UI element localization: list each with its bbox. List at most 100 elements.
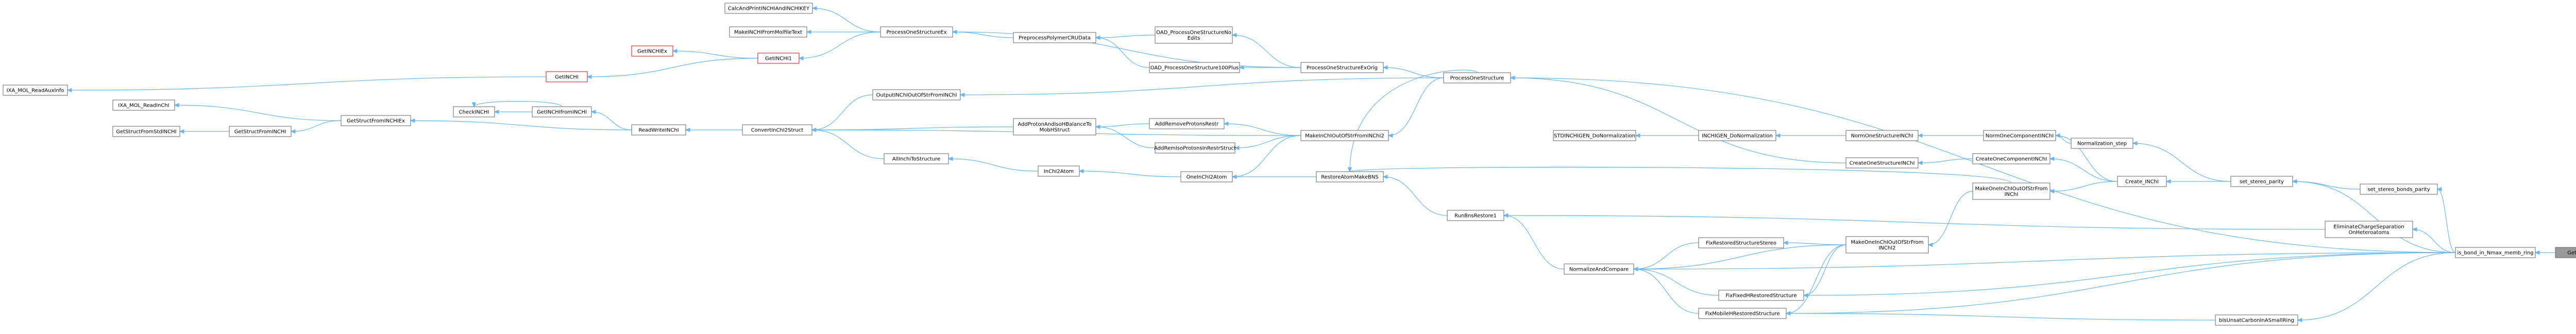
node-box[interactable] (229, 126, 292, 137)
node-box[interactable] (1972, 153, 2050, 164)
node-box[interactable] (631, 45, 673, 57)
node-box[interactable] (453, 106, 495, 118)
node-box[interactable] (1845, 130, 1919, 141)
node-process-one-structure-ex-orig[interactable]: ProcessOneStructureExOrig (1300, 62, 1384, 73)
node-box[interactable] (1553, 130, 1636, 141)
arrowhead-make-inchifrom-molfile-text-to-process-one-structure-ex (806, 29, 811, 35)
node-label: OutputINChIOutOfStrFromINChI (876, 93, 957, 98)
node-ixa-mol-read-aux-info[interactable]: IXA_MOL_ReadAuxInfo (3, 85, 68, 96)
node-box[interactable] (1698, 237, 1784, 248)
node-box[interactable] (1013, 32, 1096, 43)
node-inchigen-do-normalization[interactable]: INCHIGEN_DoNormalization (1698, 130, 1776, 141)
node-one-in-ch-i2-atom[interactable]: OneInChI2Atom (1180, 171, 1233, 182)
node-make-in-ch-iout-of-str-from-inch-i2[interactable]: MakeInChIOutOfStrFromINChI2 (1300, 130, 1389, 141)
node-box[interactable] (2071, 138, 2133, 149)
node-get-struct-from-inchiex[interactable]: GetStructFromINCHIEx (341, 115, 411, 126)
node-box[interactable] (1972, 182, 2050, 200)
node-get-struct-from-inchi[interactable]: GetStructFromINCHI (229, 126, 292, 137)
node-box[interactable] (546, 71, 588, 82)
node-process-one-structure-ex[interactable]: ProcessOneStructureEx (880, 26, 953, 38)
node-box[interactable] (729, 26, 807, 38)
node-box[interactable] (1443, 72, 1511, 84)
node-make-inchifrom-molfile-text[interactable]: MakeINCHIFromMolfileText (729, 26, 807, 38)
node-get-inchi[interactable]: GetINCHI (546, 71, 588, 82)
node-box[interactable] (1698, 130, 1776, 141)
node-convert-in-ch-i2-struct[interactable]: ConvertInChI2Struct (742, 124, 812, 136)
node-box[interactable] (724, 3, 813, 14)
node-box[interactable] (1300, 130, 1389, 141)
node-in-ch-i2-atom[interactable]: InChI2Atom (1038, 165, 1080, 177)
node-box[interactable] (112, 99, 175, 111)
node-box[interactable] (1718, 290, 1804, 301)
node-box[interactable] (742, 124, 812, 136)
node-stdinchigen-do-normalization[interactable]: STDINCHIGEN_DoNormalization (1553, 130, 1636, 141)
node-norm-one-structure-inch-i[interactable]: NormOneStructureINChI (1845, 130, 1919, 141)
node-box[interactable] (757, 53, 800, 64)
node-box[interactable] (2325, 221, 2413, 238)
node-box[interactable] (2117, 176, 2167, 187)
node-add-remove-protons-restr[interactable]: AddRemoveProtonsRestr (1149, 118, 1225, 129)
node-box[interactable] (884, 153, 949, 164)
node-restore-atom-make-bns[interactable]: RestoreAtomMakeBNS (1316, 171, 1384, 182)
node-check-inchi[interactable]: CheckINCHI (453, 106, 495, 118)
node-box[interactable] (1300, 62, 1384, 73)
node-box[interactable] (1155, 26, 1233, 44)
node-box[interactable] (2215, 314, 2298, 326)
node-create-inch-i[interactable]: Create_INChI (2117, 176, 2167, 187)
node-box[interactable] (880, 26, 953, 38)
node-get-inchifrom-inchi[interactable]: GetINCHIfromINCHI (532, 106, 592, 118)
node-box[interactable] (872, 89, 961, 101)
node-get-inchi1[interactable]: GetINCHI1 (757, 53, 800, 64)
node-output-inch-iout-of-str-from-inch-i[interactable]: OutputINChIOutOfStrFromINChI (872, 89, 961, 101)
node-box[interactable] (1447, 210, 1504, 221)
node-box[interactable] (2360, 183, 2438, 195)
node-get-inchiex[interactable]: GetINCHIEx (631, 45, 673, 57)
node-fix-restored-structure-stereo[interactable]: FixRestoredStructureStereo (1698, 237, 1784, 248)
node-create-one-component-inch-i[interactable]: CreateOneComponentINChI (1972, 153, 2050, 164)
node-is-bond-in-nmax-memb-ring[interactable]: is_bond_in_Nmax_memb_ring (2455, 247, 2536, 258)
node-box[interactable] (1149, 62, 1240, 73)
node-oad-process-one-structure100-plus[interactable]: OAD_ProcessOneStructure100Plus (1149, 62, 1240, 73)
node-process-one-structure[interactable]: ProcessOneStructure (1443, 72, 1511, 84)
node-fix-fixed-hrestored-structure[interactable]: FixFixedHRestoredStructure (1718, 290, 1804, 301)
node-box[interactable] (1180, 171, 1233, 182)
node-box[interactable] (1013, 118, 1096, 136)
node-b-is-unsat-carbon-in-asmall-ring[interactable]: bIsUnsatCarbonInASmallRing (2215, 314, 2298, 326)
node-box[interactable] (1845, 157, 1919, 169)
node-set-stereo-parity[interactable]: set_stereo_parity (2230, 176, 2293, 187)
node-normalize-and-compare[interactable]: NormalizeAndCompare (1564, 263, 1634, 275)
node-box[interactable] (2455, 247, 2536, 258)
node-fix-mobile-hrestored-structure[interactable]: FixMobileHRestoredStructure (1698, 308, 1787, 319)
node-box[interactable] (1038, 165, 1080, 177)
node-box[interactable] (1155, 142, 1235, 154)
node-add-rem-iso-protons-in-restr-struct[interactable]: AddRemIsoProtonsInRestrStruct (1154, 142, 1236, 154)
node-run-bns-restore1[interactable]: RunBnsRestore1 (1447, 210, 1504, 221)
node-box[interactable] (631, 124, 686, 136)
node-box[interactable] (532, 106, 592, 118)
node-box[interactable] (2230, 176, 2293, 187)
node-read-write-inch-i[interactable]: ReadWriteINChI (631, 124, 686, 136)
node-all-inchi-to-structure[interactable]: AllInchiToStructure (884, 153, 949, 164)
node-ixa-mol-read-in-ch-i[interactable]: IXA_MOL_ReadInChI (112, 99, 175, 111)
node-normalization-step[interactable]: Normalization_step (2071, 138, 2133, 149)
node-box[interactable] (1983, 130, 2056, 141)
node-box[interactable] (3, 85, 68, 96)
node-get-struct-from-std-inchi[interactable]: GetStructFromStdINCHI (112, 126, 180, 137)
node-create-one-structure-inch-i[interactable]: CreateOneStructureINChI (1845, 157, 1919, 169)
node-calc-and-print-inchiand-inchikey[interactable]: CalcAndPrintINCHIAndINCHIKEY (724, 3, 813, 14)
node-box[interactable] (1564, 263, 1634, 275)
node-set-stereo-bonds-parity[interactable]: set_stereo_bonds_parity (2360, 183, 2438, 195)
node-box[interactable] (1698, 308, 1787, 319)
node-box[interactable] (1149, 118, 1225, 129)
node-norm-one-component-inch-i[interactable]: NormOneComponentINChI (1983, 130, 2056, 141)
node-box[interactable] (1845, 236, 1929, 254)
node-box[interactable] (112, 126, 180, 137)
node-box[interactable] (341, 115, 411, 126)
node-preprocess-polymer-crudata[interactable]: PreprocessPolymerCRUData (1013, 32, 1096, 43)
node-box[interactable] (1316, 171, 1384, 182)
